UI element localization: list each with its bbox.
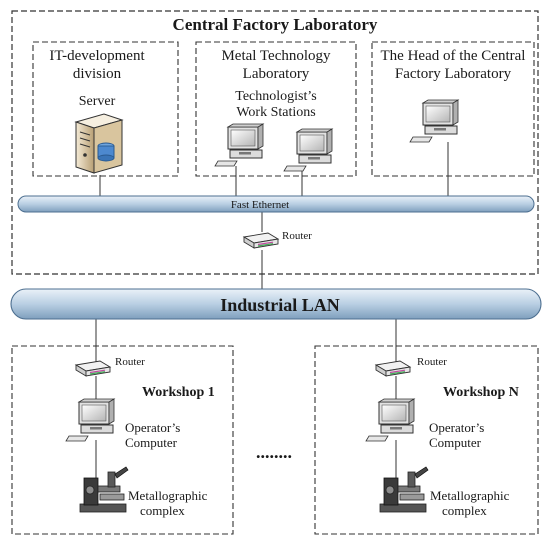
workshop-1-microscope-icon <box>79 466 129 513</box>
workshop-1-router-icon <box>75 360 111 377</box>
industrial-lan-label: Industrial LAN <box>220 295 340 315</box>
workstations-label-1: Technologist’s <box>235 89 316 104</box>
workstation-computer-icon <box>283 128 333 172</box>
metal-lab-label-1: Metal Technology <box>221 48 331 64</box>
industrial-lan-bus <box>10 288 542 320</box>
workstations-label-2: Work Stations <box>236 105 315 120</box>
workshop-n-operator-label-2: Computer <box>429 435 482 450</box>
metal-lab-label-2: Laboratory <box>243 66 310 82</box>
fast-ethernet-label: Fast Ethernet <box>231 199 289 211</box>
workshop-1-title: Workshop 1 <box>142 385 215 400</box>
workshop-n-router-label: Router <box>417 356 447 368</box>
workshop-1-operator-label-1: Operator’s <box>125 420 180 435</box>
fast-ethernet-bus <box>17 195 535 213</box>
workshop-1-box <box>11 345 234 535</box>
central-router-icon <box>243 232 279 249</box>
central-router-label: Router <box>282 230 312 242</box>
workshop-n-operator-label-1: Operator’s <box>429 420 484 435</box>
head-label-2: Factory Laboratory <box>395 66 512 82</box>
metal-lab-box <box>195 41 357 177</box>
head-label-1: The Head of the Central <box>381 48 526 64</box>
workshop-n-metallographic-label-2: complex <box>442 503 487 518</box>
central-lab-box <box>11 10 539 275</box>
connection-lines <box>95 142 449 478</box>
workshop-1-operator-label-2: Computer <box>125 435 178 450</box>
central-lab-title: Central Factory Laboratory <box>173 15 378 34</box>
workshop-n-title: Workshop N <box>443 385 519 400</box>
it-division-box <box>32 41 179 177</box>
workshop-n-metallographic-label-1: Metallographic <box>430 488 510 503</box>
it-division-label-1: IT-development <box>49 48 145 64</box>
more-workshops-ellipsis: ........ <box>256 442 292 462</box>
workshop-n-computer-icon <box>365 398 415 442</box>
head-box <box>371 41 535 177</box>
workstation-computer-icon <box>214 123 264 167</box>
server-label: Server <box>79 94 116 109</box>
workshop-n-microscope-icon <box>379 466 429 513</box>
workshop-n-box <box>314 345 539 535</box>
workshop-1-computer-icon <box>65 398 115 442</box>
head-computer-icon <box>409 99 459 143</box>
workshop-n-router-icon <box>375 360 411 377</box>
workshop-1-router-label: Router <box>115 356 145 368</box>
workshop-1-metallographic-label-2: complex <box>140 503 185 518</box>
it-division-label-2: division <box>73 66 122 82</box>
workshop-1-metallographic-label-1: Metallographic <box>128 488 208 503</box>
server-icon <box>74 113 124 174</box>
